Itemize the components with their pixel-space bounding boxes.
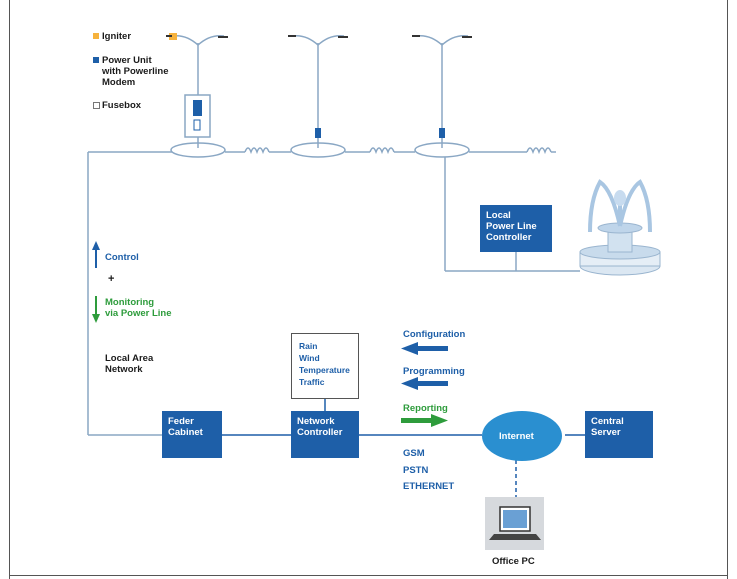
reporting-arrow: [401, 414, 448, 427]
sensor-temperature: Temperature: [299, 365, 350, 375]
plus-sign: +: [108, 273, 115, 285]
feder-cabinet: Feder Cabinet: [162, 411, 222, 458]
local-controller-label: Local Power Line Controller: [486, 210, 537, 243]
central-server-label: Central Server: [591, 416, 624, 438]
sensor-inputs-box: Rain Wind Temperature Traffic: [291, 333, 359, 399]
control-label: Control: [105, 252, 139, 263]
power-unit-swatch: [93, 57, 99, 63]
central-server: Central Server: [585, 411, 653, 458]
feder-cabinet-label: Feder Cabinet: [168, 416, 203, 438]
frame-right-border: [727, 0, 728, 579]
legend-igniter: Igniter: [102, 31, 132, 42]
sensor-traffic: Traffic: [299, 377, 325, 387]
link-gsm: GSM: [403, 448, 425, 459]
configuration-arrow: [401, 342, 448, 355]
frame-left-border: [9, 0, 10, 579]
legend-power-unit: Power Unit with Powerline Modem: [102, 55, 169, 88]
power-unit-icon: [193, 100, 202, 116]
office-pc-icon: [485, 497, 544, 550]
configuration-label: Configuration: [403, 329, 466, 340]
igniter-icon: [169, 33, 177, 40]
internet-cloud: [482, 411, 562, 461]
lan-lines: [222, 398, 585, 500]
reporting-label: Reporting: [403, 403, 448, 414]
sensor-rain: Rain: [299, 341, 318, 351]
streetlamp-3: [414, 34, 470, 158]
sensor-wind: Wind: [299, 353, 320, 363]
network-controller: Network Controller: [291, 411, 359, 458]
streetlamp-2: [290, 34, 346, 158]
frame-bottom-border: [9, 575, 728, 576]
control-arrow: [92, 241, 100, 268]
fountain-icon: [579, 179, 661, 276]
local-power-line-controller: Local Power Line Controller: [480, 205, 552, 252]
power-line: [87, 147, 580, 436]
network-controller-label: Network Controller: [297, 416, 343, 438]
programming-arrow: [401, 377, 448, 390]
internet-label: Internet: [499, 431, 534, 442]
link-pstn: PSTN: [403, 465, 429, 476]
link-ethernet: ETHERNET: [403, 481, 455, 492]
monitoring-label: Monitoring via Power Line: [105, 297, 172, 319]
programming-label: Programming: [403, 366, 465, 377]
lan-label: Local Area Network: [105, 353, 154, 375]
igniter-swatch: [93, 33, 99, 39]
monitoring-arrow: [92, 296, 100, 323]
office-pc-label: Office PC: [492, 556, 535, 567]
legend-fusebox: Fusebox: [102, 100, 142, 111]
fusebox-swatch: [93, 102, 100, 109]
